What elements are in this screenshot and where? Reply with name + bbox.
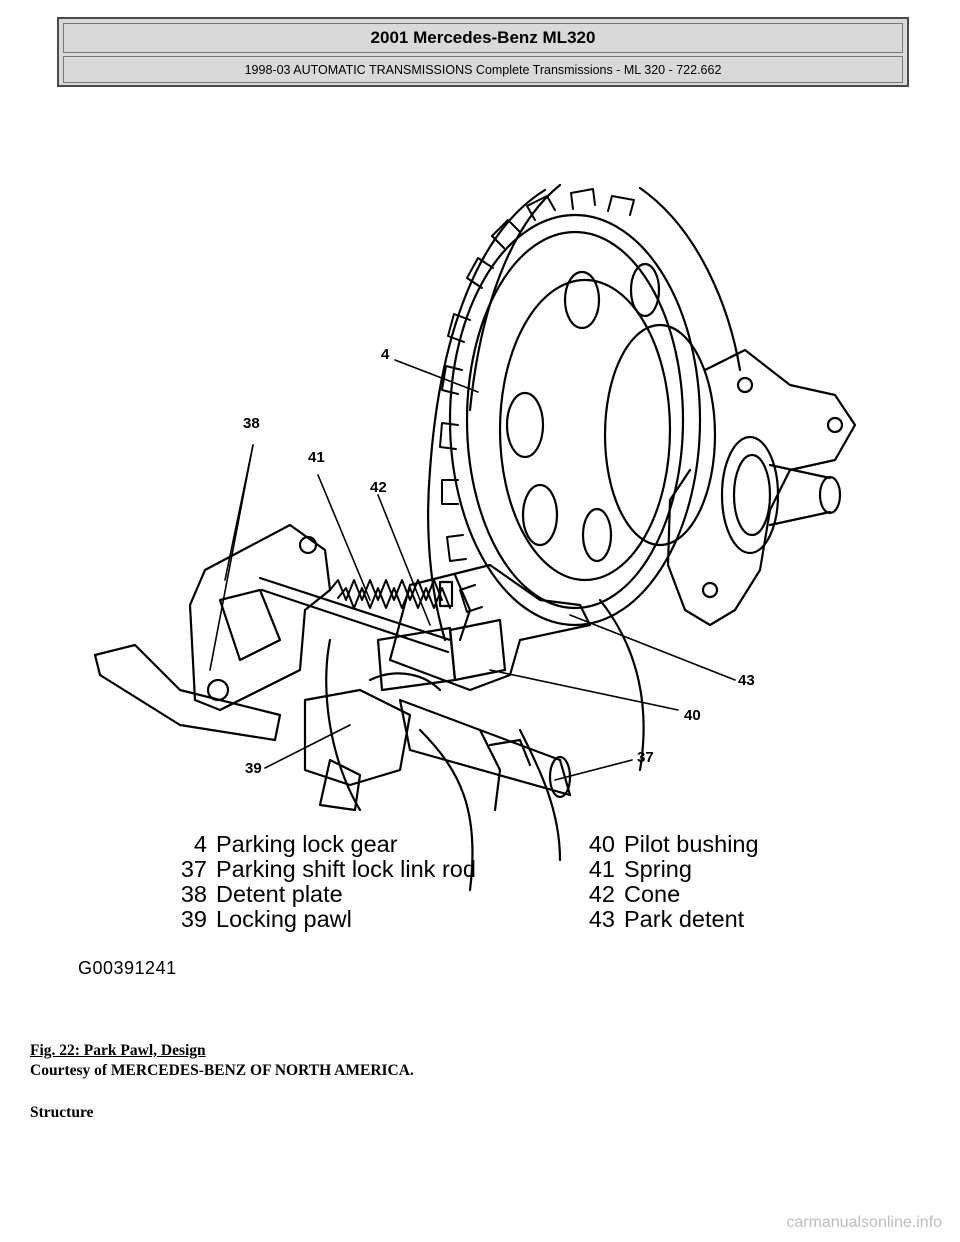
callout-37: 37: [637, 749, 654, 766]
document-title: 2001 Mercedes-Benz ML320: [63, 23, 903, 53]
legend-item: 43 Park detent: [571, 907, 759, 932]
document-subtitle: 1998-03 AUTOMATIC TRANSMISSIONS Complete…: [63, 56, 903, 83]
legend-label: Park detent: [624, 906, 745, 932]
park-pawl-illustration: [93, 183, 857, 892]
legend-left: 4 Parking lock gear 37 Parking shift lock …: [163, 832, 476, 932]
document-header: 2001 Mercedes-Benz ML320 1998-03 AUTOMAT…: [57, 17, 909, 87]
legend-label: Parking lock gear: [216, 831, 398, 857]
legend-label: Cone: [624, 881, 681, 907]
legend-item: 40 Pilot bushing: [571, 832, 759, 857]
legend-label: Parking shift lock link rod: [216, 856, 476, 882]
legend-number: 38: [180, 881, 207, 907]
legend-item: 37 Parking shift lock link rod: [163, 857, 476, 882]
callout-43: 43: [738, 672, 755, 689]
legend-number: 37: [180, 856, 207, 882]
callout-39: 39: [245, 760, 262, 777]
legend-number: 4: [193, 831, 207, 857]
callout-4: 4: [381, 346, 390, 363]
legend-label: Detent plate: [216, 881, 343, 907]
callout-41: 41: [308, 449, 325, 466]
section-heading: Structure: [30, 1104, 94, 1121]
legend-item: 38 Detent plate: [163, 882, 476, 907]
legend-number: 40: [588, 831, 615, 857]
callout-40: 40: [684, 707, 701, 724]
legend-label: Pilot bushing: [624, 831, 759, 857]
callout-38: 38: [243, 415, 260, 432]
legend-number: 41: [588, 856, 615, 882]
legend-right: 40 Pilot bushing 41 Spring 42 Cone 43 Park d…: [571, 832, 759, 932]
legend-label: Spring: [624, 856, 692, 882]
legend-label: Locking pawl: [216, 906, 352, 932]
legend-item: 4 Parking lock gear: [163, 832, 476, 857]
legend-item: 39 Locking pawl: [163, 907, 476, 932]
legend-number: 39: [180, 906, 207, 932]
figure-courtesy: Courtesy of MERCEDES-BENZ OF NORTH AMERI…: [30, 1062, 414, 1079]
legend-number: 42: [588, 881, 615, 907]
legend-item: 41 Spring: [571, 857, 759, 882]
figure-caption-link[interactable]: Fig. 22: Park Pawl, Design: [30, 1042, 206, 1059]
legend-item: 42 Cone: [571, 882, 759, 907]
callout-42: 42: [370, 479, 387, 496]
legend-number: 43: [588, 906, 615, 932]
watermark: carmanualsonline.info: [786, 1214, 942, 1231]
graphic-id: G00391241: [78, 958, 177, 978]
